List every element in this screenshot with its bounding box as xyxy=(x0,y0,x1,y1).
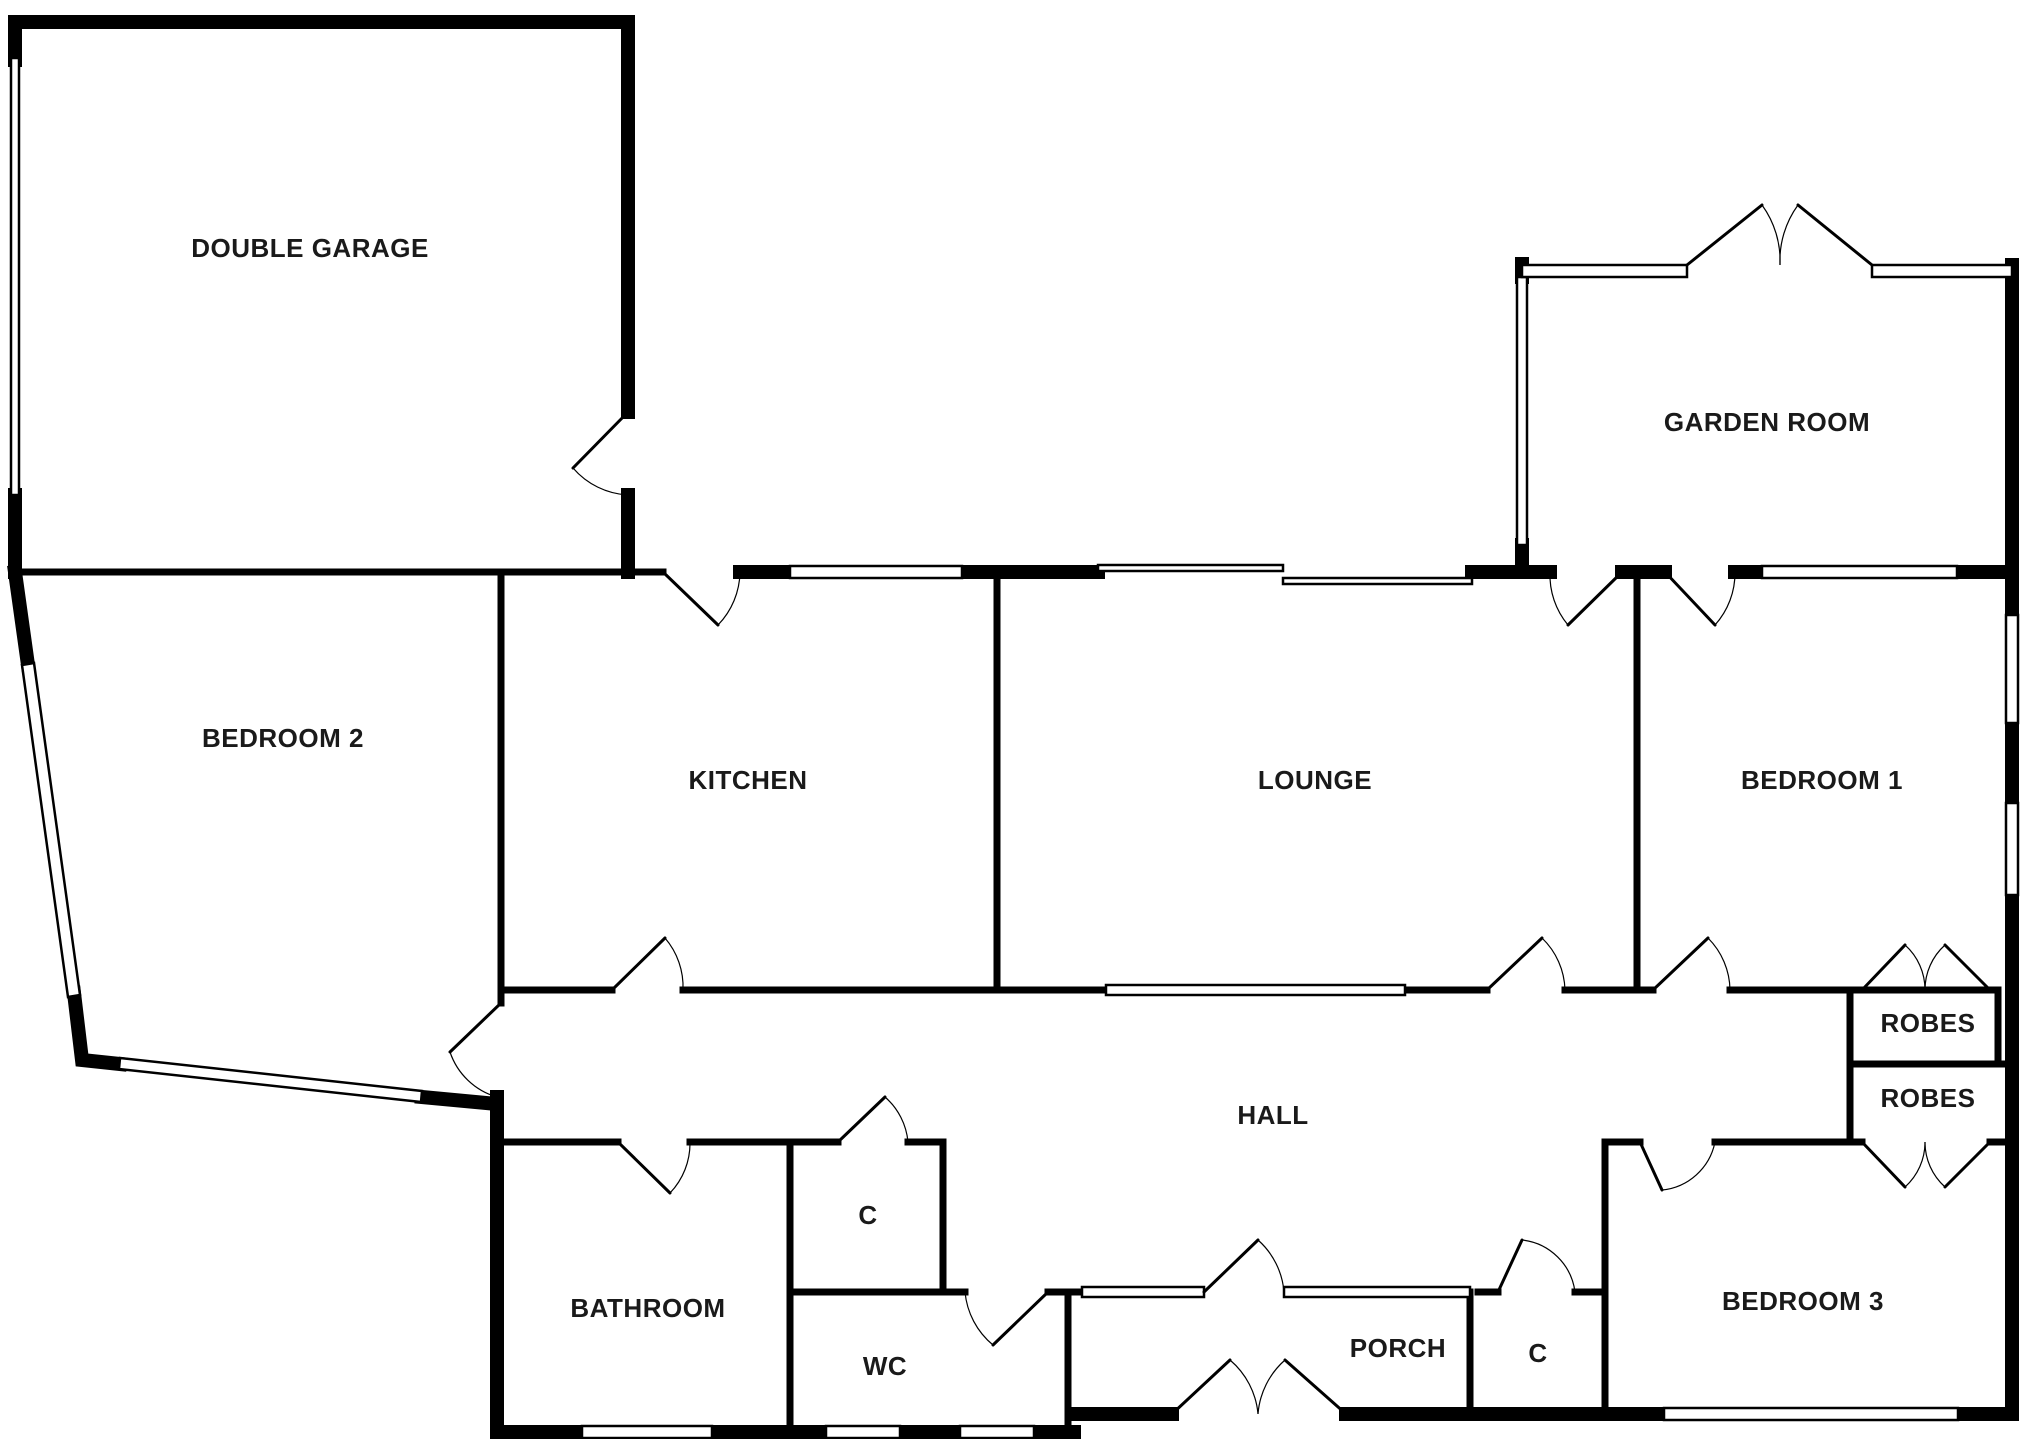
label-robes-1: ROBES xyxy=(1881,1008,1976,1038)
label-wc: WC xyxy=(863,1351,907,1381)
label-double-garage: DOUBLE GARAGE xyxy=(191,233,429,263)
label-lounge: LOUNGE xyxy=(1258,765,1372,795)
label-bedroom-3: BEDROOM 3 xyxy=(1722,1286,1884,1316)
label-hall: HALL xyxy=(1237,1100,1308,1130)
interior-walls xyxy=(11,565,2019,1429)
label-cupboard-2: C xyxy=(1528,1338,1547,1368)
label-cupboard-1: C xyxy=(858,1200,877,1230)
windows xyxy=(9,56,2020,1439)
label-bedroom-1: BEDROOM 1 xyxy=(1741,765,1903,795)
label-kitchen: KITCHEN xyxy=(688,765,807,795)
label-robes-2: ROBES xyxy=(1881,1083,1976,1113)
label-porch: PORCH xyxy=(1350,1333,1446,1363)
label-garden-room: GARDEN ROOM xyxy=(1664,407,1870,437)
room-labels: DOUBLE GARAGE GARDEN ROOM BEDROOM 2 KITC… xyxy=(191,233,1975,1381)
label-bathroom: BATHROOM xyxy=(570,1293,725,1323)
doors xyxy=(448,203,1992,1416)
label-bedroom-2: BEDROOM 2 xyxy=(202,723,364,753)
